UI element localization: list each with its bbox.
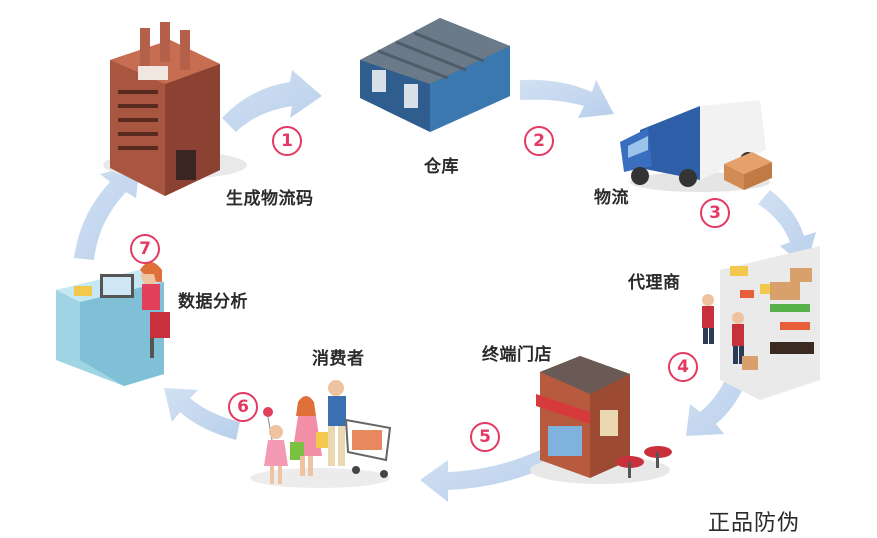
factory-icon bbox=[103, 22, 247, 196]
footer-title: 正品防伪 bbox=[708, 511, 801, 536]
step-4-badge: 4 bbox=[668, 352, 698, 382]
warehouse-icon bbox=[360, 18, 510, 132]
arrow-7-to-1 bbox=[74, 164, 140, 260]
step-3-label: 物流 bbox=[594, 188, 629, 208]
arrow-2-to-3 bbox=[520, 79, 614, 118]
arrow-6-to-7 bbox=[164, 388, 240, 440]
step-7-label: 数据分析 bbox=[178, 292, 248, 312]
step-7-badge: 7 bbox=[130, 234, 160, 264]
step-2-label: 仓库 bbox=[424, 157, 459, 177]
consumer-family-icon bbox=[250, 380, 392, 488]
retail-shop-icon bbox=[530, 356, 672, 484]
step-6-badge: 6 bbox=[228, 392, 258, 422]
step-6-label: 消费者 bbox=[312, 349, 365, 369]
step-1-label: 生成物流码 bbox=[226, 189, 314, 209]
step-5-badge: 5 bbox=[470, 422, 500, 452]
arrow-3-to-4 bbox=[758, 190, 816, 268]
step-2-badge: 2 bbox=[524, 126, 554, 156]
step-5-label: 终端门店 bbox=[482, 345, 552, 365]
agent-store-shelves-icon bbox=[702, 246, 820, 400]
cycle-arrows bbox=[74, 70, 816, 502]
delivery-van-icon bbox=[620, 100, 772, 192]
data-analyst-desk-icon bbox=[56, 262, 170, 386]
step-4-label: 代理商 bbox=[628, 273, 681, 293]
arrow-1-to-2 bbox=[222, 70, 322, 132]
step-1-badge: 1 bbox=[272, 126, 302, 156]
arrow-5-to-6 bbox=[420, 450, 550, 502]
step-3-badge: 3 bbox=[700, 198, 730, 228]
